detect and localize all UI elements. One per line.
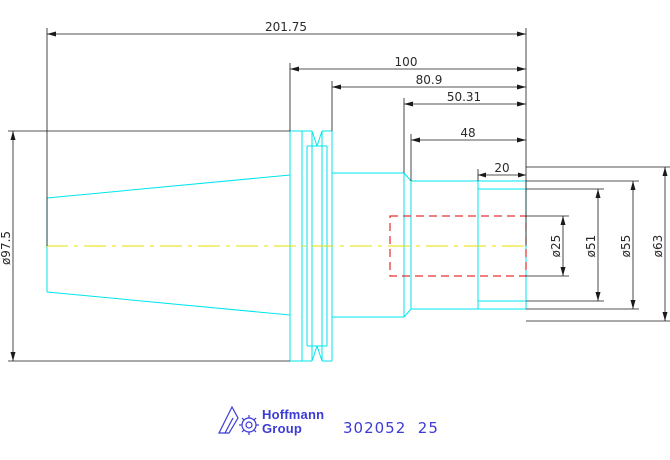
dimensions: 201.75 100 80.9 50.31 48 20 ø97.5 ø25 ø5… <box>0 20 670 362</box>
dim-length-50-31: 50.31 <box>447 90 481 104</box>
brand-line-2: Group <box>262 421 302 436</box>
tool-outline <box>46 130 527 362</box>
hoffmann-logo: Hoffmann Group <box>218 405 324 436</box>
dim-length-100: 100 <box>395 55 418 69</box>
part-number: 302052 25 <box>343 419 439 437</box>
dim-dia-63: ø63 <box>651 235 665 258</box>
dim-overall-length: 201.75 <box>265 20 307 34</box>
dim-dia-97-5: ø97.5 <box>0 231 13 265</box>
hidden-bore <box>389 215 527 277</box>
dim-length-20: 20 <box>494 161 509 175</box>
dim-length-80-9: 80.9 <box>416 73 443 87</box>
dim-dia-55: ø55 <box>619 235 633 258</box>
logo-mark-icon <box>218 405 259 435</box>
brand-line-1: Hoffmann <box>262 407 324 422</box>
dim-length-48: 48 <box>460 126 475 140</box>
dim-dia-25: ø25 <box>549 235 563 258</box>
dim-dia-51: ø51 <box>584 235 598 258</box>
